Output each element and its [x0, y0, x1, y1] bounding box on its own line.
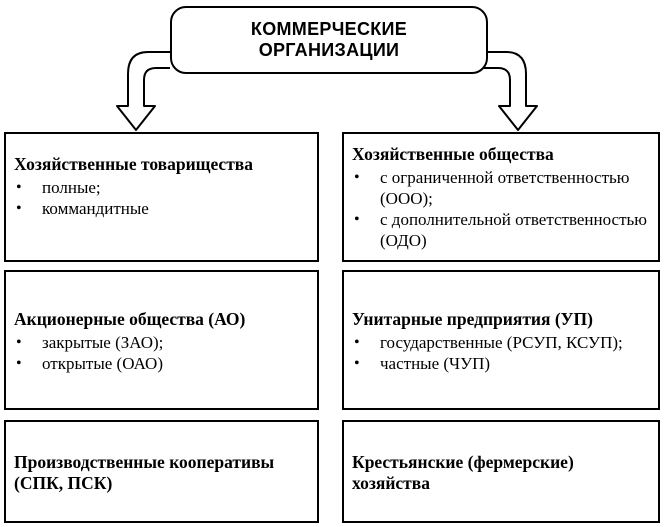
list-item: закрытые (ЗАО);: [14, 332, 309, 353]
node-list: закрытые (ЗАО); открытые (ОАО): [14, 332, 309, 374]
list-item: открытые (ОАО): [14, 353, 309, 374]
node-business-partnerships: Хозяйственные товарищества полные; комма…: [4, 132, 319, 262]
node-unitary-enterprises: Унитарные предприятия (УП) государственн…: [342, 270, 660, 410]
list-item: с ограниченной ответственностью (ООО);: [352, 167, 650, 209]
list-item: полные;: [14, 177, 309, 198]
root-title-line1: КОММЕРЧЕСКИЕ: [250, 19, 408, 39]
node-list: с ограниченной ответственностью (ООО); с…: [352, 167, 650, 251]
node-title: Хозяйственные товарищества: [14, 154, 254, 174]
list-item: частные (ЧУП): [352, 353, 650, 374]
node-title: Производственные кооперативы (СПК, ПСК): [14, 451, 275, 493]
list-item: государственные (РСУП, КСУП);: [352, 332, 650, 353]
root-node-commercial-organizations: КОММЕРЧЕСКИЕ ОРГАНИЗАЦИИ: [170, 6, 488, 74]
left-branch-arrow: [116, 51, 170, 131]
root-title-line2: ОРГАНИЗАЦИИ: [258, 40, 400, 60]
node-title: Акционерные общества (АО): [14, 308, 246, 329]
node-business-companies: Хозяйственные общества с ограниченной от…: [342, 132, 660, 262]
node-title: Хозяйственные общества: [352, 144, 554, 164]
node-production-cooperatives: Производственные кооперативы (СПК, ПСК): [4, 420, 319, 523]
right-branch-arrow: [484, 51, 538, 131]
node-title: Унитарные предприятия (УП): [352, 308, 593, 329]
node-title: Крестьянские (фермерские) хозяйства: [352, 451, 574, 493]
node-joint-stock-companies: Акционерные общества (АО) закрытые (ЗАО)…: [4, 270, 319, 410]
node-list: государственные (РСУП, КСУП); частные (Ч…: [352, 332, 650, 374]
list-item: с дополнительной ответственностью (ОДО): [352, 209, 650, 251]
node-peasant-farms: Крестьянские (фермерские) хозяйства: [342, 420, 660, 523]
node-list: полные; коммандитные: [14, 177, 309, 219]
list-item: коммандитные: [14, 198, 309, 219]
